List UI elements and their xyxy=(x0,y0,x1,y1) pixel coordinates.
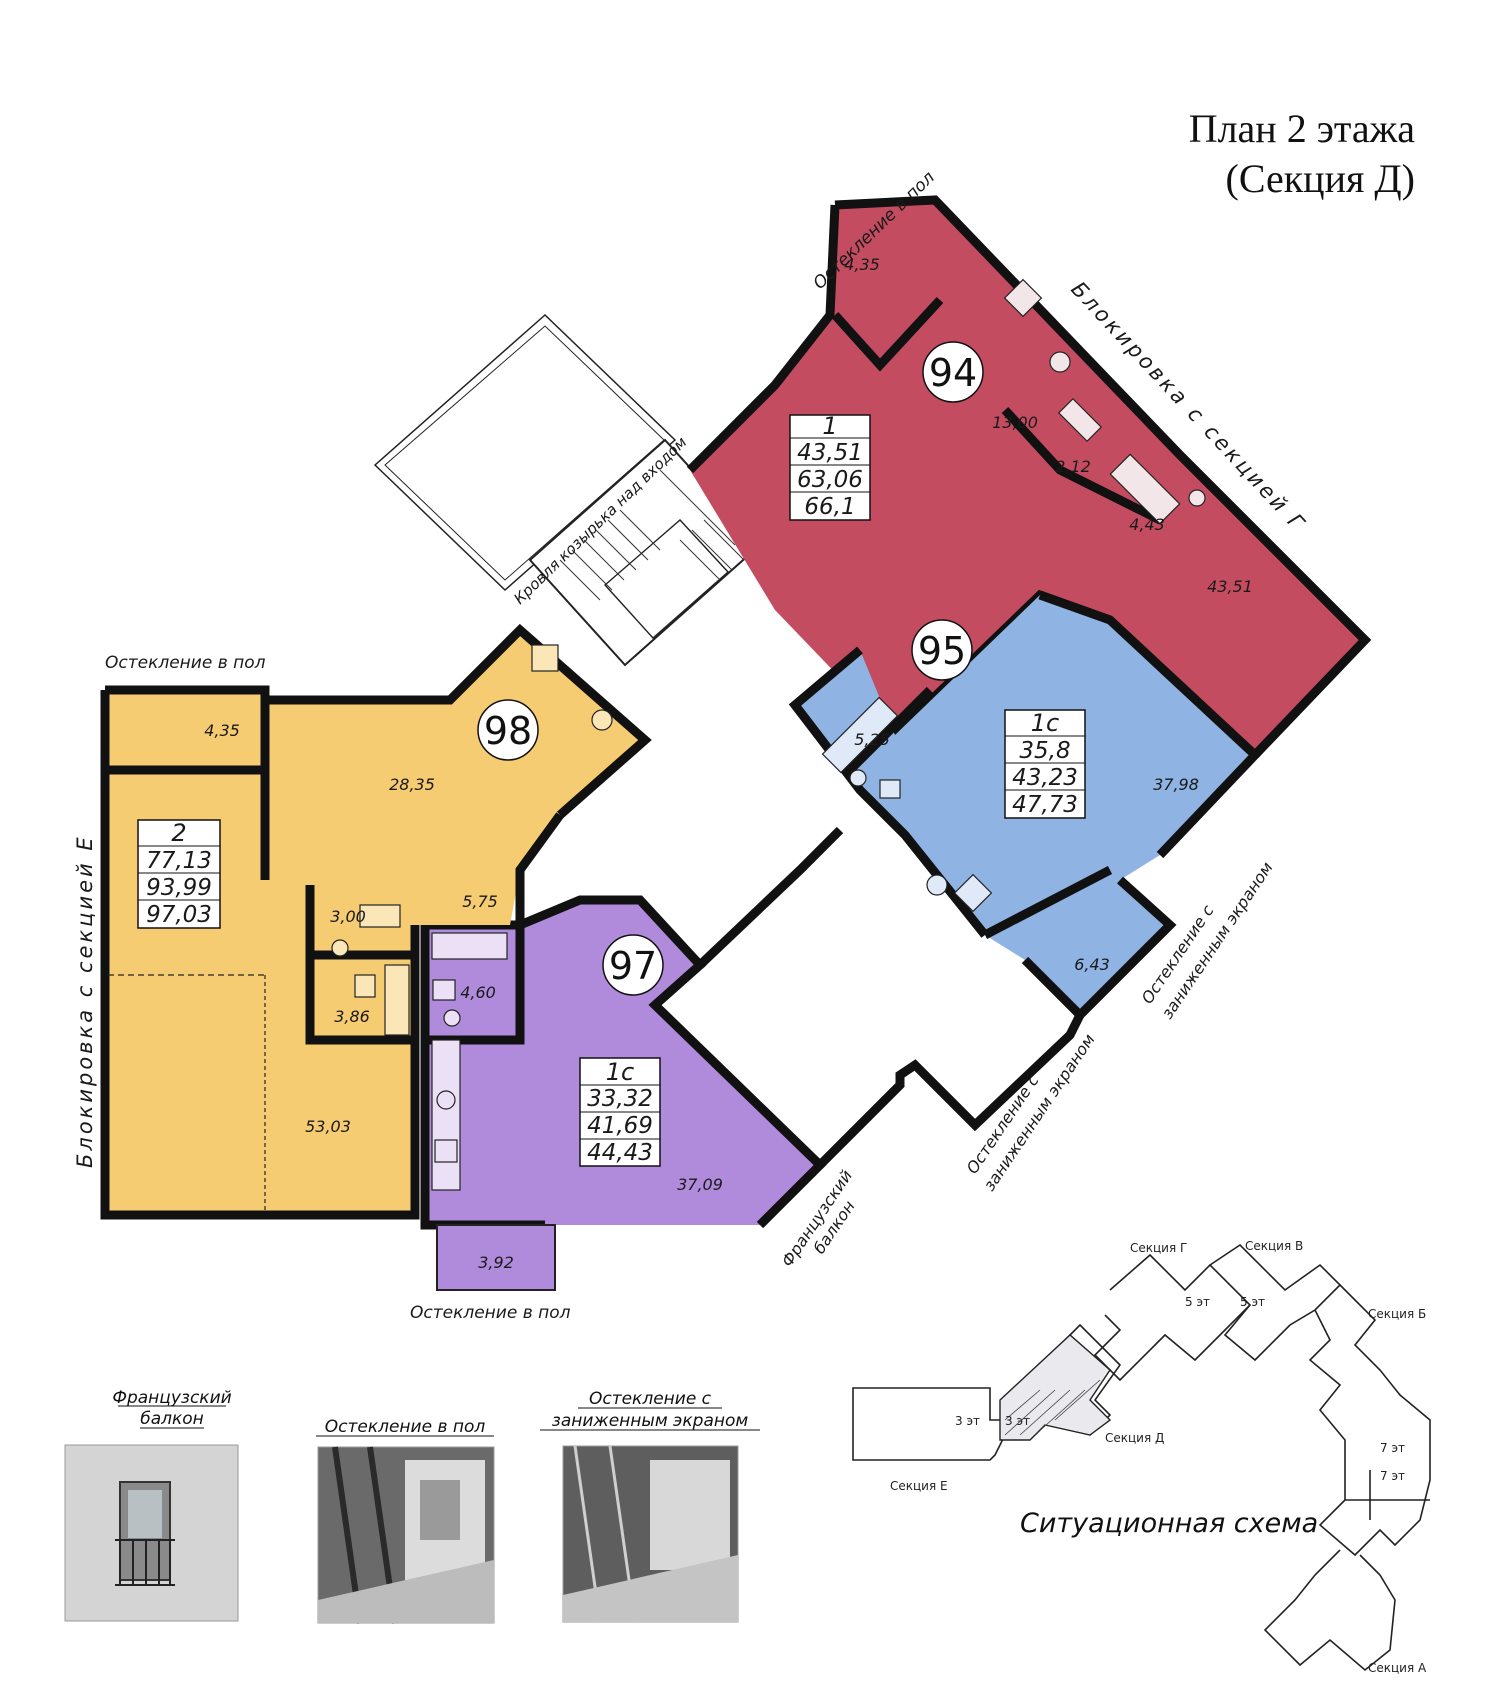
apartment-94-area-living: 43,51 xyxy=(797,440,863,466)
apartment-95-kitchen xyxy=(926,873,993,913)
apartment-97-circle: 97 xyxy=(602,934,664,996)
apartment-97-number: 97 xyxy=(609,944,657,988)
apartment-95-room-area-3: 6,43 xyxy=(1074,955,1110,974)
situation-title: Ситуационная схема xyxy=(1020,1508,1318,1539)
apartment-98-number: 98 xyxy=(484,709,532,753)
apartment-98-area-full: 97,03 xyxy=(146,902,212,928)
apartment-94-summary: 1 43,51 63,06 66,1 xyxy=(789,412,871,521)
apartment-98[interactable]: 98 2 77,13 93,99 97,03 4,35 28,35 5,75 3… xyxy=(100,623,652,1220)
situation-floors-g: 5 эт xyxy=(1185,1295,1210,1309)
situation-section-a: Секция А xyxy=(1368,1661,1427,1675)
apartment-97-room-area-3: 3,92 xyxy=(478,1253,514,1272)
apartment-95-summary: 1с 35,8 43,23 47,73 xyxy=(1004,709,1086,819)
situation-section-b: Секция Б xyxy=(1368,1307,1426,1321)
situation-floors-a: 7 эт xyxy=(1380,1469,1405,1483)
apartment-98-room-area-3: 5,75 xyxy=(462,892,498,911)
situation-floors-d: 3 эт xyxy=(1005,1414,1030,1428)
apartment-95-number: 95 xyxy=(918,629,966,673)
apartment-95-area-full: 47,73 xyxy=(1012,792,1078,818)
apartment-94-rooms: 1 xyxy=(822,412,837,440)
apartment-94-area-total: 63,06 xyxy=(797,467,863,493)
situation-floors-v: 5 эт xyxy=(1240,1295,1265,1309)
apartment-94-room-area-2: 13,00 xyxy=(992,413,1038,432)
plan-title-line1: План 2 этажа xyxy=(1189,106,1416,151)
apartment-94-room-area-1: 4,35 xyxy=(844,255,880,274)
apartment-94-bathroom xyxy=(1109,453,1206,525)
note-glazing-screen-center-l2: заниженным экраном xyxy=(980,1030,1099,1194)
apartment-98-room-area-2: 28,35 xyxy=(389,775,435,794)
situation-section-d: Секция Д xyxy=(1105,1431,1164,1445)
note-glazing-floor-left: Остекление в пол xyxy=(105,653,266,673)
apartment-97-kitchen xyxy=(431,1039,461,1191)
situation-scheme: Секция Г Секция В Секция Б Секция А Секц… xyxy=(852,1239,1431,1675)
apartment-98-bathrooms xyxy=(331,904,410,1036)
apartment-98-area-total: 93,99 xyxy=(146,875,212,901)
apartment-97-balcony xyxy=(436,1224,556,1291)
legend-caption-screen-l1: Остекление с xyxy=(589,1389,712,1409)
plan-title-line2: (Секция Д) xyxy=(1226,156,1416,201)
apartment-97-bathroom xyxy=(431,932,508,1027)
apartment-95-area-living: 35,8 xyxy=(1019,738,1070,764)
situation-floors-e: 3 эт xyxy=(955,1414,980,1428)
apartment-97-room-area-2: 37,09 xyxy=(677,1175,723,1194)
apartment-98-room-area-6: 53,03 xyxy=(305,1117,351,1136)
apartment-95-room-area-1: 5,25 xyxy=(854,730,890,749)
apartment-97[interactable]: 97 1с 33,32 41,69 44,43 4,60 37,09 3,92 xyxy=(420,895,827,1291)
apartment-94-number: 94 xyxy=(929,351,977,395)
legend-item-floor-glazing: Остекление в пол xyxy=(316,1417,495,1624)
apartment-98-rooms: 2 xyxy=(171,819,186,847)
legend-item-french-balcony: Французский балкон xyxy=(64,1388,239,1622)
situation-floors-b: 7 эт xyxy=(1380,1441,1405,1455)
apartment-98-room-area-4: 3,00 xyxy=(330,907,366,926)
apartment-95-rooms: 1с xyxy=(1031,709,1059,737)
apartment-98-kitchen xyxy=(531,644,613,731)
situation-section-g: Секция Г xyxy=(1130,1241,1187,1255)
apartment-98-room-area-1: 4,35 xyxy=(204,721,240,740)
apartment-94-circle: 94 xyxy=(922,341,984,403)
legend-caption-french-l1: Французский xyxy=(112,1388,231,1408)
legend-caption-floor-l1: Остекление в пол xyxy=(325,1417,486,1437)
corridor-walls xyxy=(515,812,1085,1169)
note-block-e: Блокировка с секцией Е xyxy=(73,834,97,1168)
legend-caption-screen-l2: заниженным экраном xyxy=(552,1411,749,1431)
apartment-95[interactable]: 95 1с 35,8 43,23 47,73 5,25 37,98 6,43 xyxy=(788,590,1262,1022)
apartment-97-area-full: 44,43 xyxy=(587,1140,653,1166)
legend-item-screen-glazing: Остекление с заниженным экраном xyxy=(540,1389,760,1623)
situation-outline xyxy=(852,1243,1431,1672)
apartment-94[interactable]: 94 1 43,51 63,06 66,1 4,35 13,00 2,12 4,… xyxy=(686,195,1372,759)
plan-title: План 2 этажа (Секция Д) xyxy=(1189,106,1416,201)
apartment-97-room-area-1: 4,60 xyxy=(460,983,496,1002)
apartment-95-area-total: 43,23 xyxy=(1012,765,1078,791)
apartment-95-circle: 95 xyxy=(911,619,973,681)
situation-section-e: Секция Е xyxy=(890,1479,948,1493)
situation-section-v: Секция В xyxy=(1245,1239,1303,1253)
apartment-94-area-full: 66,1 xyxy=(804,494,855,520)
legend: Французский балкон Остекление в пол xyxy=(64,1388,760,1624)
staircase xyxy=(528,438,762,667)
apartment-98-circle: 98 xyxy=(477,699,539,761)
apartment-95-bathroom xyxy=(821,696,901,799)
apartment-98-area-living: 77,13 xyxy=(146,848,212,874)
legend-caption-french-l2: балкон xyxy=(140,1409,204,1429)
apartment-94-room-area-5: 43,51 xyxy=(1207,577,1253,596)
apartment-94-kitchen xyxy=(1003,278,1103,443)
apartment-98-room-area-5: 3,86 xyxy=(334,1007,370,1026)
note-glazing-floor-bottom: Остекление в пол xyxy=(410,1303,571,1323)
apartment-97-summary: 1с 33,32 41,69 44,43 xyxy=(579,1057,661,1167)
apartment-97-rooms: 1с xyxy=(606,1058,634,1086)
apartment-98-summary: 2 77,13 93,99 97,03 xyxy=(137,819,221,929)
apartment-94-room-area-3: 2,12 xyxy=(1055,457,1091,476)
apartment-94-room-area-4: 4,43 xyxy=(1129,515,1165,534)
apartment-97-area-living: 33,32 xyxy=(587,1086,653,1112)
apartment-97-area-total: 41,69 xyxy=(587,1113,653,1139)
apartment-95-room-area-2: 37,98 xyxy=(1153,775,1199,794)
